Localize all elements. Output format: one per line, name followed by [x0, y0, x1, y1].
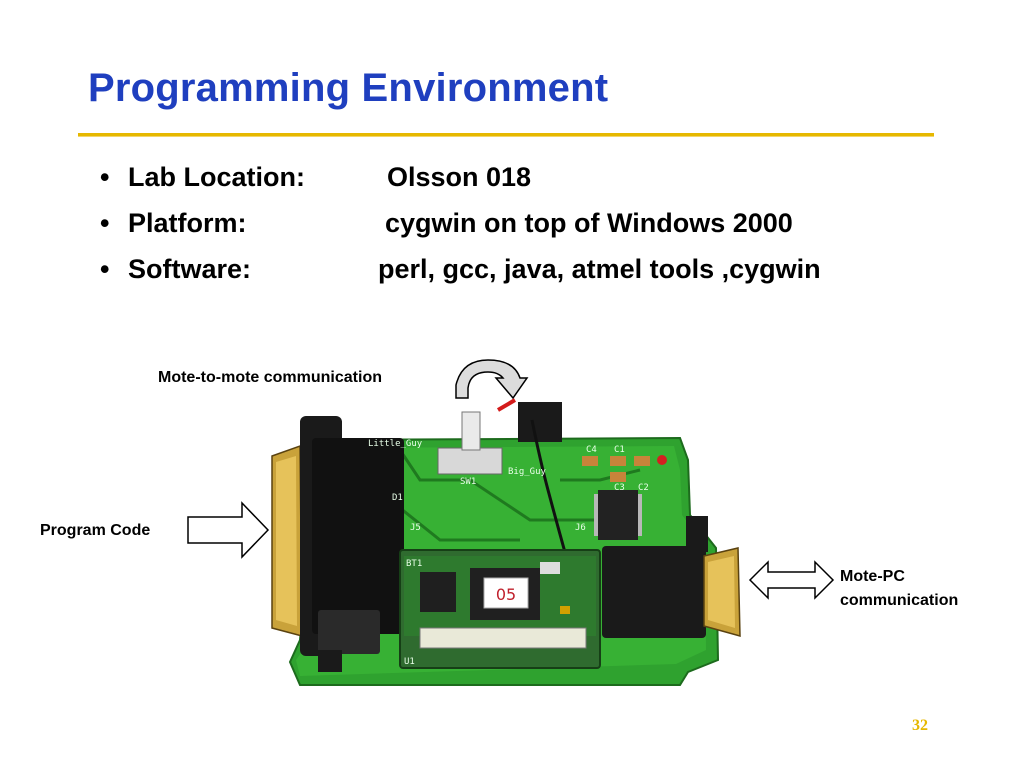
- silk-c4: C4: [586, 445, 597, 455]
- page-number: 32: [912, 717, 928, 734]
- silk-j5: J5: [410, 523, 421, 533]
- bullet-value: cygwin on top of Windows 2000: [385, 208, 793, 238]
- bullet-label: Lab Location:: [128, 162, 305, 192]
- callout-mote-pc-line2: communication: [840, 592, 959, 609]
- silk-sw1: SW1: [460, 477, 476, 487]
- callout-mote-to-mote: Mote-to-mote communication: [158, 369, 382, 386]
- silk-c1: C1: [614, 445, 625, 455]
- silk-bt1: BT1: [406, 559, 422, 569]
- bullet-dot: •: [100, 162, 110, 192]
- db25-connector: [271, 416, 404, 672]
- curved-arrow-icon: [455, 359, 529, 400]
- silk-little-guy: Little_Guy: [368, 439, 423, 449]
- capacitors: [582, 455, 667, 482]
- top-connector: [496, 398, 568, 557]
- bullet-dot: •: [100, 254, 110, 284]
- silk-c3: C3: [614, 483, 625, 493]
- bullet-label: Platform:: [128, 208, 247, 238]
- slide-title: Programming Environment: [88, 66, 609, 110]
- silk-u1: U1: [404, 657, 415, 667]
- callout-mote-pc-line1: Mote-PC: [840, 568, 905, 585]
- bullet-value: Olsson 018: [387, 162, 532, 192]
- bullet-label: Software:: [128, 254, 252, 284]
- ic-chip-small: [594, 490, 642, 540]
- double-arrow-icon: [748, 560, 835, 600]
- db9-connector: [602, 516, 741, 638]
- switch: [437, 411, 503, 475]
- bullet-dot: •: [100, 208, 110, 238]
- silk-big-guy: Big_Guy: [508, 467, 547, 477]
- bullet-value: perl, gcc, java, atmel tools ,cygwin: [378, 254, 821, 284]
- title-rule: [78, 133, 934, 136]
- chip-label: 05: [496, 585, 516, 604]
- mote-module: 05: [399, 549, 601, 669]
- callout-program-code: Program Code: [40, 522, 151, 539]
- right-arrow-icon: [187, 501, 270, 559]
- silk-d1: D1: [392, 493, 403, 503]
- silk-c2: C2: [638, 483, 649, 493]
- silk-j6: J6: [575, 523, 586, 533]
